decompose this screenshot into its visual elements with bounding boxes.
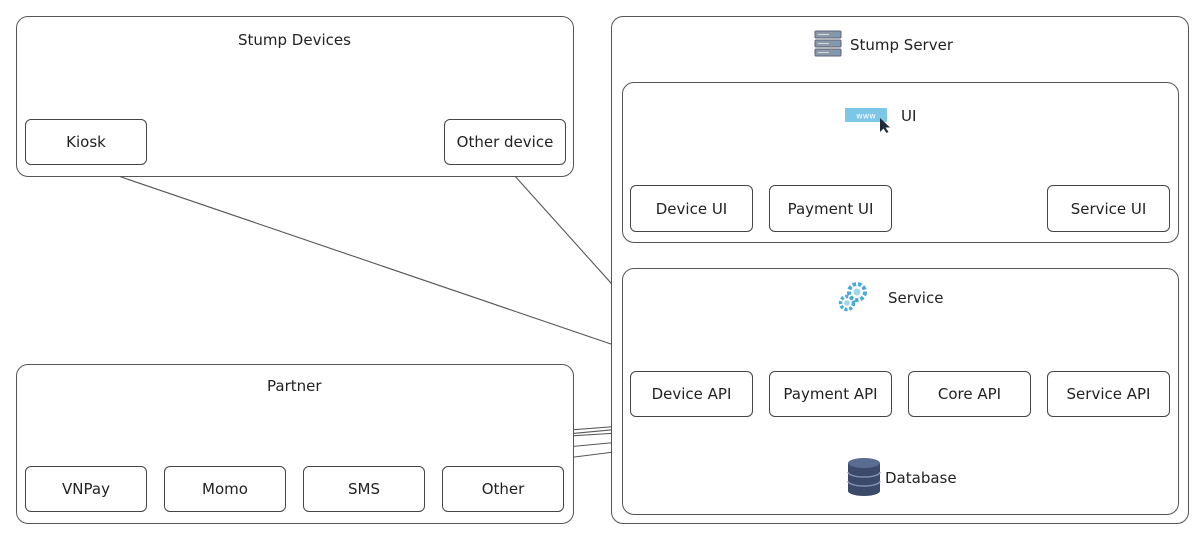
edge-kiosk-device-api xyxy=(85,164,691,372)
other-node[interactable]: Other xyxy=(442,466,564,512)
vnpay-node[interactable]: VNPay xyxy=(25,466,147,512)
device-api-node[interactable]: Device API xyxy=(630,371,753,417)
partner-title: Partner xyxy=(267,377,322,395)
ui-title: UI xyxy=(901,107,917,125)
stump-server-title: Stump Server xyxy=(850,36,954,54)
www-browser-icon: www xyxy=(845,108,890,133)
svg-text:www: www xyxy=(856,112,876,121)
payment-ui-node[interactable]: Payment UI xyxy=(769,185,892,232)
database-label: Database xyxy=(885,469,957,487)
kiosk-node[interactable]: Kiosk xyxy=(25,119,147,165)
database-cylinder-icon[interactable] xyxy=(846,457,882,497)
momo-node[interactable]: Momo xyxy=(164,466,286,512)
service-api-node[interactable]: Service API xyxy=(1047,371,1170,417)
service-ui-node[interactable]: Service UI xyxy=(1047,185,1170,232)
stump-devices-title: Stump Devices xyxy=(238,31,351,49)
core-api-node[interactable]: Core API xyxy=(908,371,1031,417)
server-rack-icon xyxy=(814,30,842,57)
service-title: Service xyxy=(888,289,944,307)
sms-node[interactable]: SMS xyxy=(303,466,425,512)
payment-api-node[interactable]: Payment API xyxy=(769,371,892,417)
other-device-node[interactable]: Other device xyxy=(444,119,566,165)
gears-icon xyxy=(838,282,867,312)
device-ui-node[interactable]: Device UI xyxy=(630,185,753,232)
